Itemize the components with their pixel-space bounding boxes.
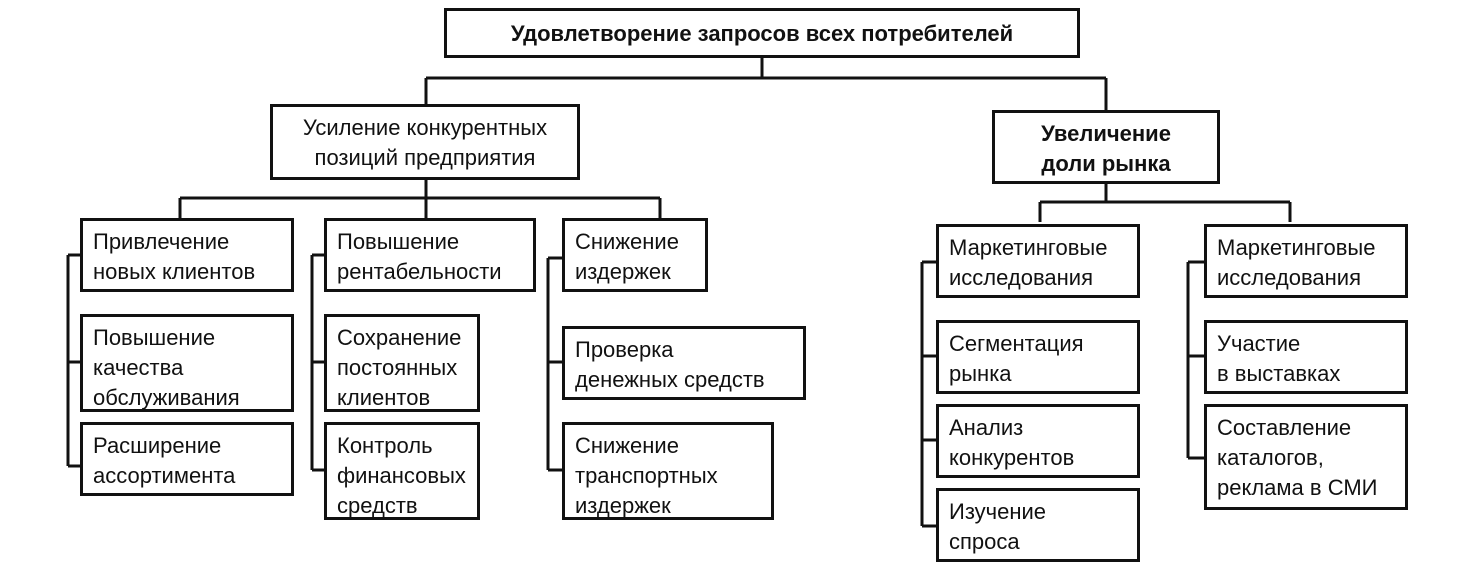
node-label-line: транспортных <box>575 463 718 488</box>
root-label: Удовлетворение запросов всех потребителе… <box>510 21 1014 46</box>
node-label-line: Снижение <box>575 229 679 254</box>
node-cash-audit: Проверка денежных средств <box>562 326 806 400</box>
node-label-line: Контроль <box>337 433 433 458</box>
root-node: Удовлетворение запросов всех потребителе… <box>444 8 1080 58</box>
node-profitability: Повышение рентабельности <box>324 218 536 292</box>
node-label-line: в выставках <box>1217 361 1341 386</box>
node-label-line: каталогов, <box>1217 445 1324 470</box>
branch-competitive-positions: Усиление конкурентных позиций предприяти… <box>270 104 580 180</box>
node-label-line: Сегментация <box>949 331 1084 356</box>
node-marketing-research: Маркетинговые исследования <box>936 224 1140 298</box>
node-label-line: Сохранение <box>337 325 462 350</box>
node-label-line: Участие <box>1217 331 1301 356</box>
node-label-line: Проверка <box>575 337 674 362</box>
node-label-line: рентабельности <box>337 259 502 284</box>
branch-market-share: Увеличение доли рынка <box>992 110 1220 184</box>
node-label-line: исследования <box>1217 265 1361 290</box>
node-label-line: ассортимента <box>93 463 236 488</box>
node-financial-control: Контроль финансовых средств <box>324 422 480 520</box>
node-label-line: Снижение <box>575 433 679 458</box>
node-label-line: денежных средств <box>575 367 765 392</box>
node-label-line: Привлечение <box>93 229 230 254</box>
node-label-line: конкурентов <box>949 445 1075 470</box>
node-service-quality: Повышение качества обслуживания <box>80 314 294 412</box>
node-exhibitions: Участие в выставках <box>1204 320 1408 394</box>
node-label-line: издержек <box>575 259 671 284</box>
node-competitor-analysis: Анализ конкурентов <box>936 404 1140 478</box>
node-label-line: Маркетинговые <box>1217 235 1376 260</box>
branch-title-line: доли рынка <box>1041 151 1171 176</box>
node-label-line: средств <box>337 493 418 518</box>
node-demand-study: Изучение спроса <box>936 488 1140 562</box>
node-label-line: Анализ <box>949 415 1024 440</box>
node-label-line: Составление <box>1217 415 1352 440</box>
node-label-line: обслуживания <box>93 385 240 410</box>
branch-title-line: позиций предприятия <box>314 145 536 170</box>
node-label-line: клиентов <box>337 385 431 410</box>
node-label-line: финансовых <box>337 463 466 488</box>
node-label-line: Повышение <box>337 229 460 254</box>
node-label-line: Расширение <box>93 433 222 458</box>
node-label-line: издержек <box>575 493 671 518</box>
node-label-line: Повышение <box>93 325 216 350</box>
node-label-line: исследования <box>949 265 1093 290</box>
branch-title-line: Увеличение <box>1041 121 1171 146</box>
node-retain-clients: Сохранение постоянных клиентов <box>324 314 480 412</box>
node-label-line: Маркетинговые <box>949 235 1108 260</box>
node-attract-new-clients: Привлечение новых клиентов <box>80 218 294 292</box>
node-label-line: спроса <box>949 529 1020 554</box>
node-transport-costs: Снижение транспортных издержек <box>562 422 774 520</box>
node-label-line: качества <box>93 355 184 380</box>
node-cost-reduction: Снижение издержек <box>562 218 708 292</box>
node-assortment-expansion: Расширение ассортимента <box>80 422 294 496</box>
node-catalogs-advertising: Составление каталогов, реклама в СМИ <box>1204 404 1408 510</box>
node-label-line: рынка <box>949 361 1012 386</box>
node-segmentation: Сегментация рынка <box>936 320 1140 394</box>
node-label-line: новых клиентов <box>93 259 256 284</box>
node-label-line: постоянных <box>337 355 458 380</box>
node-label-line: Изучение <box>949 499 1047 524</box>
node-label-line: реклама в СМИ <box>1217 475 1378 500</box>
branch-title-line: Усиление конкурентных <box>302 115 548 140</box>
node-marketing-research-2: Маркетинговые исследования <box>1204 224 1408 298</box>
